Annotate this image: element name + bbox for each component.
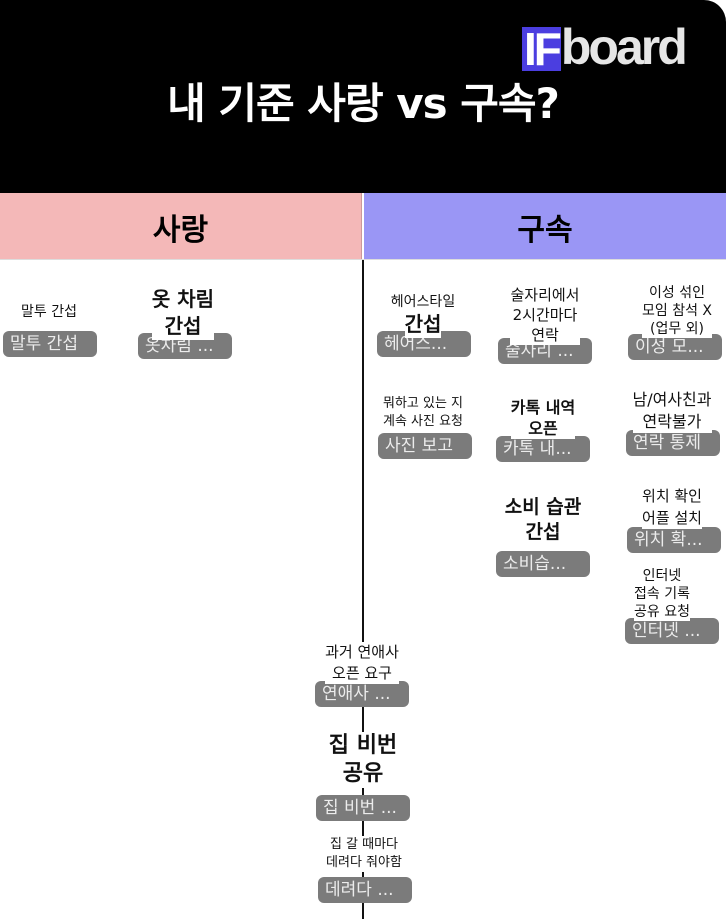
card-photo[interactable]: 뭐하고 있는 지 계속 사진 요청 (363, 395, 483, 431)
header-divider (0, 259, 726, 260)
card-password[interactable]: 집 비번 공유 (303, 732, 423, 788)
tag-pill[interactable]: 위치 확... (627, 527, 721, 553)
card-outfit[interactable]: 옷 차림 간섭 (123, 286, 243, 340)
tag-pill[interactable]: 헤어스... (377, 331, 471, 357)
card-label: 술자리에서 2시간마다 연락 (510, 285, 580, 345)
tag-pill[interactable]: 사진 보고 (378, 433, 472, 459)
tag-pill[interactable]: 집 비번 ... (316, 795, 410, 821)
card-label: 과거 연애사 오픈 요구 (325, 642, 399, 684)
column-divider (362, 260, 364, 919)
card-label: 말투 간섭 (21, 303, 77, 321)
card-location[interactable]: 위치 확인 어플 설치 (612, 485, 726, 529)
tag-pill[interactable]: 데려다 ... (318, 877, 412, 903)
card-speech[interactable]: 말투 간섭 (0, 301, 109, 321)
card-mixed-meeting[interactable]: 이성 섞인 모임 참석 X (업무 외) (617, 284, 726, 338)
card-internet[interactable]: 인터넷 접속 기록 공유 요청 (602, 567, 722, 621)
card-label: 간섭 (404, 311, 442, 338)
card-label: 헤어스타일 (390, 293, 456, 311)
card-escort[interactable]: 집 갈 때마다 데려다 줘야함 (304, 836, 424, 872)
card-label: 소비 습관 간섭 (504, 495, 582, 545)
card-label: 집 비번 공유 (328, 732, 398, 788)
card-label: 뭐하고 있는 지 계속 사진 요청 (382, 395, 464, 431)
ifboard-logo: IF board (522, 19, 688, 75)
card-label: 옷 차림 간섭 (151, 286, 215, 340)
column-header-love: 사랑 (0, 193, 362, 260)
header: 내 기준 사랑 vs 구속? IF board (0, 0, 726, 193)
card-label: 이성 섞인 모임 참석 X (업무 외) (641, 284, 712, 338)
card-kakao[interactable]: 카톡 내역 오픈 (483, 397, 603, 439)
card-label: 인터넷 접속 기록 공유 요청 (634, 567, 690, 621)
card-past[interactable]: 과거 연애사 오픈 요구 (302, 642, 422, 684)
tag-pill[interactable]: 카톡 내... (496, 436, 590, 462)
page-title: 내 기준 사랑 vs 구속? (167, 79, 560, 128)
tag-pill[interactable]: 말투 간섭 (3, 331, 97, 357)
logo-if: IF (522, 23, 562, 75)
tag-pill[interactable]: 소비습... (496, 551, 590, 577)
tag-pill[interactable]: 연락 통제 (626, 430, 720, 456)
card-spending[interactable]: 소비 습관 간섭 (483, 495, 603, 545)
card-friends[interactable]: 남/여사친과 연락불가 (612, 389, 726, 433)
tag-pill[interactable]: 인터넷 ... (625, 618, 719, 644)
card-label: 남/여사친과 연락불가 (632, 389, 712, 433)
tag-pill[interactable]: 연애사 ... (315, 681, 409, 707)
logo-board: board (560, 19, 688, 75)
tag-pill[interactable]: 이성 모... (628, 334, 722, 360)
card-label: 집 갈 때마다 데려다 줘야함 (326, 836, 402, 872)
column-header-bond: 구속 (364, 193, 726, 260)
card-drinking[interactable]: 술자리에서 2시간마다 연락 (485, 285, 605, 345)
card-label: 카톡 내역 오픈 (510, 397, 576, 439)
card-label: 위치 확인 어플 설치 (642, 485, 702, 529)
